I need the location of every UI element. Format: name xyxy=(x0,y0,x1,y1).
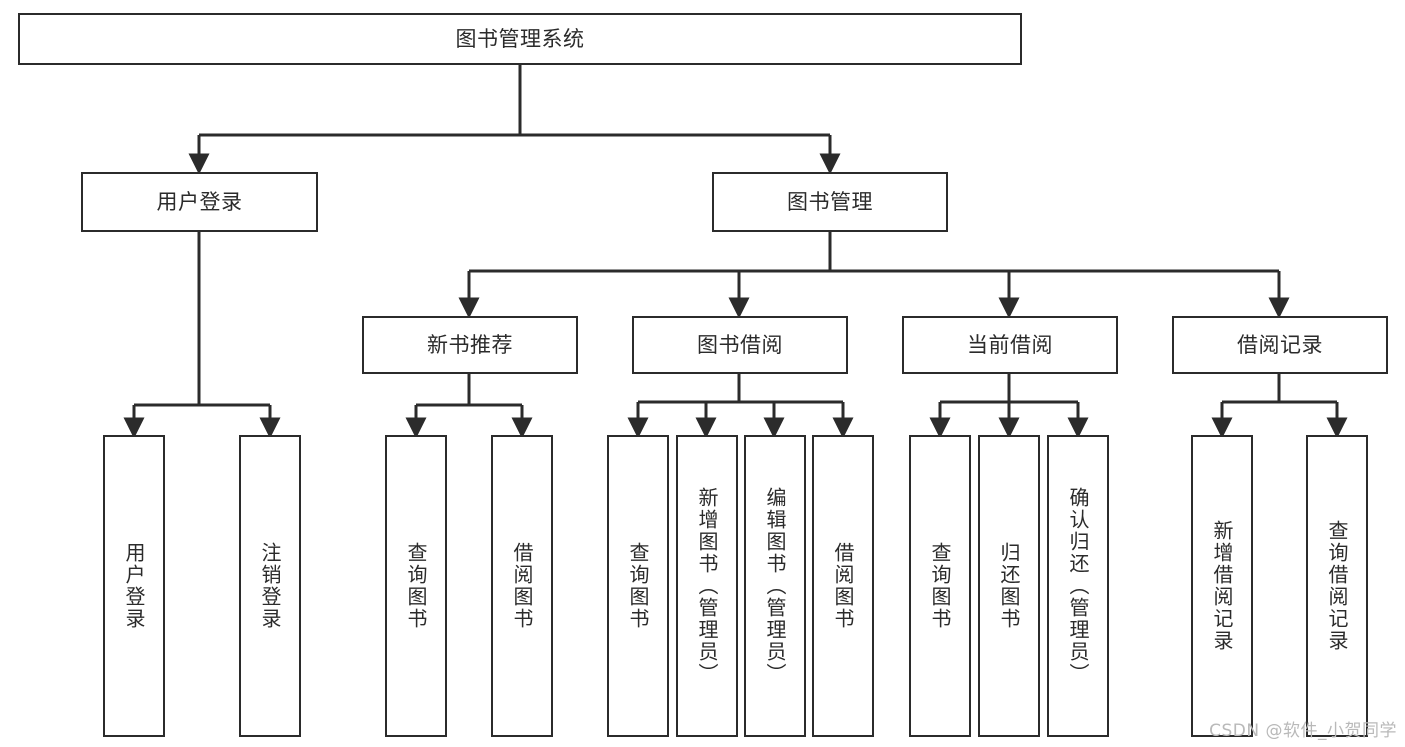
node-label: 借阅记录 xyxy=(1237,332,1323,357)
leaf-user-login-login[interactable]: 用户登录 xyxy=(103,435,165,737)
node-label: 用户登录 xyxy=(156,189,243,214)
node-label: 图书借阅 xyxy=(697,332,783,357)
node-label: 归还图书 xyxy=(997,542,1021,630)
csdn-watermark: CSDN @软件_小贺同学 xyxy=(1209,721,1397,741)
leaf-book-borrow-add-book-admin[interactable]: 新增图书（管理员） xyxy=(676,435,738,737)
node-label: 借阅图书 xyxy=(831,542,855,630)
leaf-book-borrow-query-book[interactable]: 查询图书 xyxy=(607,435,669,737)
node-borrow-record[interactable]: 借阅记录 xyxy=(1172,316,1388,374)
leaf-current-borrow-confirm-return-admin[interactable]: 确认归还（管理员） xyxy=(1047,435,1109,737)
leaf-book-borrow-borrow-book[interactable]: 借阅图书 xyxy=(812,435,874,737)
node-new-book-recommend[interactable]: 新书推荐 xyxy=(362,316,578,374)
leaf-borrow-record-query-record[interactable]: 查询借阅记录 xyxy=(1306,435,1368,737)
node-label: 当前借阅 xyxy=(967,332,1053,357)
node-label: 查询图书 xyxy=(404,542,428,630)
node-label: 查询图书 xyxy=(928,542,952,630)
node-label: 查询图书 xyxy=(626,542,650,630)
leaf-borrow-record-add-record[interactable]: 新增借阅记录 xyxy=(1191,435,1253,737)
node-label: 查询借阅记录 xyxy=(1325,520,1349,652)
node-book-borrow[interactable]: 图书借阅 xyxy=(632,316,848,374)
node-label: 用户登录 xyxy=(122,542,146,630)
leaf-book-borrow-edit-book-admin[interactable]: 编辑图书（管理员） xyxy=(744,435,806,737)
leaf-current-borrow-query-book[interactable]: 查询图书 xyxy=(909,435,971,737)
node-label: 图书管理 xyxy=(787,189,873,214)
node-root-book-management-system[interactable]: 图书管理系统 xyxy=(18,13,1022,65)
node-label: 新增图书（管理员） xyxy=(695,487,719,685)
node-label: 确认归还（管理员） xyxy=(1066,487,1090,685)
node-user-login[interactable]: 用户登录 xyxy=(81,172,318,232)
leaf-current-borrow-return-book[interactable]: 归还图书 xyxy=(978,435,1040,737)
node-label: 图书管理系统 xyxy=(455,26,585,51)
node-label: 新书推荐 xyxy=(427,332,513,357)
node-label: 注销登录 xyxy=(258,542,282,630)
leaf-user-login-logout[interactable]: 注销登录 xyxy=(239,435,301,737)
leaf-new-book-borrow-book[interactable]: 借阅图书 xyxy=(491,435,553,737)
leaf-new-book-query-book[interactable]: 查询图书 xyxy=(385,435,447,737)
node-label: 新增借阅记录 xyxy=(1210,520,1234,652)
node-book-management[interactable]: 图书管理 xyxy=(712,172,948,232)
node-current-borrow[interactable]: 当前借阅 xyxy=(902,316,1118,374)
node-label: 借阅图书 xyxy=(510,542,534,630)
node-label: 编辑图书（管理员） xyxy=(763,487,787,685)
